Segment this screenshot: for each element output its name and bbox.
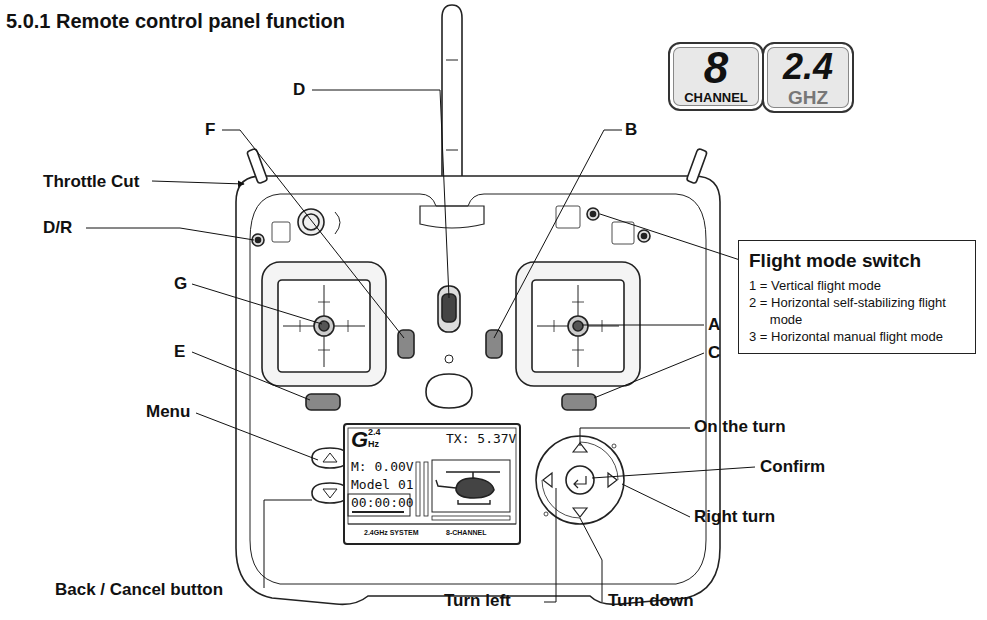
screen-text: 00:00:00 bbox=[351, 496, 414, 510]
callout-letter: C bbox=[708, 344, 720, 363]
channel-badge: 8CHANNEL bbox=[668, 42, 764, 111]
callout-letter: D bbox=[293, 81, 305, 100]
control-label: D/R bbox=[43, 219, 72, 238]
box-heading: Flight mode switch bbox=[749, 249, 967, 273]
diagram-title: 5.0.1 Remote control panel function bbox=[6, 10, 345, 32]
badge-unit: CHANNEL bbox=[672, 90, 760, 105]
callout-letter: F bbox=[205, 121, 215, 140]
callout-letter: G bbox=[174, 275, 187, 294]
callout-letter: A bbox=[708, 316, 720, 335]
screen-text: M: 0.00V bbox=[351, 460, 414, 474]
screen-logo: 2.4 bbox=[368, 428, 381, 438]
mode-item: 2 = Horizontal self-stabilizing flight m… bbox=[749, 294, 967, 328]
screen-logo: Hz bbox=[368, 440, 379, 450]
button-label: Turn down bbox=[608, 592, 694, 611]
button-label: Back / Cancel button bbox=[55, 581, 223, 600]
control-label: Throttle Cut bbox=[43, 173, 139, 192]
badge-unit: GHZ bbox=[766, 88, 850, 107]
screen-text: 8-CHANNEL bbox=[446, 529, 486, 537]
screen-text: 2.4GHz SYSTEM bbox=[364, 529, 418, 537]
flight-mode-box: Flight mode switch 1 = Vertical flight mo… bbox=[738, 240, 976, 354]
badge-value: 2.4 bbox=[766, 46, 850, 88]
mode-item: 3 = Horizontal manual flight mode bbox=[749, 328, 967, 345]
button-label: Turn left bbox=[444, 592, 511, 611]
callout-letter: E bbox=[174, 343, 185, 362]
screen-logo: G bbox=[351, 428, 368, 452]
callout-letter: B bbox=[625, 121, 637, 140]
frequency-badge: 2.4GHZ bbox=[762, 42, 854, 113]
button-label: Menu bbox=[146, 403, 190, 422]
button-label: Confirm bbox=[760, 458, 825, 477]
mode-item: 1 = Vertical flight mode bbox=[749, 277, 967, 294]
screen-text: Model 01 bbox=[351, 478, 414, 492]
badge-value: 8 bbox=[672, 46, 760, 90]
button-label: Right turn bbox=[694, 508, 775, 527]
screen-text: TX: 5.37V bbox=[446, 432, 516, 446]
button-label: On the turn bbox=[694, 418, 786, 437]
